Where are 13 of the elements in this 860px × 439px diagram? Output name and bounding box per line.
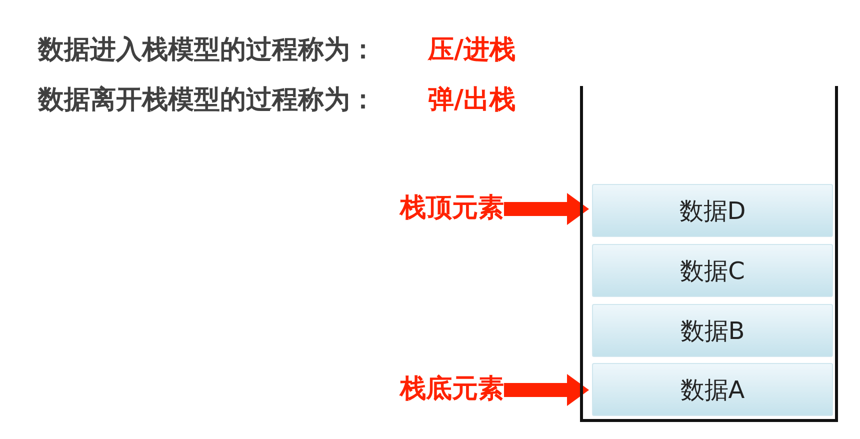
stack-element-box: 数据B — [592, 304, 833, 357]
stack-element-box: 数据D — [592, 184, 833, 237]
statement-text: 数据进入栈模型的过程称为： — [38, 34, 376, 66]
pointer-label: 栈顶元素 — [360, 192, 504, 226]
pointer-label: 栈底元素 — [360, 373, 504, 407]
stack-container — [580, 86, 838, 422]
statement-text: 数据离开栈模型的过程称为： — [38, 84, 376, 116]
arrow — [504, 374, 589, 406]
arrow — [504, 193, 589, 225]
stack-element-box: 数据A — [592, 363, 833, 416]
highlighted-term: 压/进栈 — [428, 34, 516, 66]
stack-element-box: 数据C — [592, 244, 833, 297]
highlighted-term: 弹/出栈 — [428, 84, 516, 116]
